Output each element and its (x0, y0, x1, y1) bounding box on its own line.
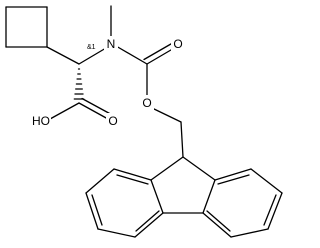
structure-diagram: N O O O HO &1 (5, 5, 283, 238)
n-carbonyl-bond (115, 45, 148, 65)
atom-label-hydroxyl: HO (32, 114, 50, 128)
c-o-double-bond-b (81, 97, 112, 115)
c-o-double-bond-a (78, 102, 109, 120)
fluorene-left-benzene-ring (85, 168, 164, 238)
fluorene-five-membered-ring (150, 156, 216, 214)
atom-label-carbonyl-oxygen: O (173, 37, 182, 51)
hashed-wedge-bond (73, 68, 85, 100)
c-oh-bond (49, 102, 80, 120)
carbonyl-o-double-bond-b (143, 41, 175, 61)
atom-label-nitrogen: N (107, 37, 116, 51)
alpha-carbon-to-nitrogen-bond (78, 47, 107, 65)
stereo-label: &1 (87, 44, 96, 51)
fluorene-right-benzene-ring (202, 168, 283, 238)
ester-o-ch2-bond (151, 107, 182, 123)
atom-label-ester-oxygen: O (142, 96, 151, 110)
atom-label-acid-carbonyl-oxygen: O (108, 114, 117, 128)
ring-to-alpha-carbon-bond (46, 46, 80, 65)
ch2-c9-bond (180, 121, 184, 158)
cyclobutyl-ring (5, 6, 48, 48)
